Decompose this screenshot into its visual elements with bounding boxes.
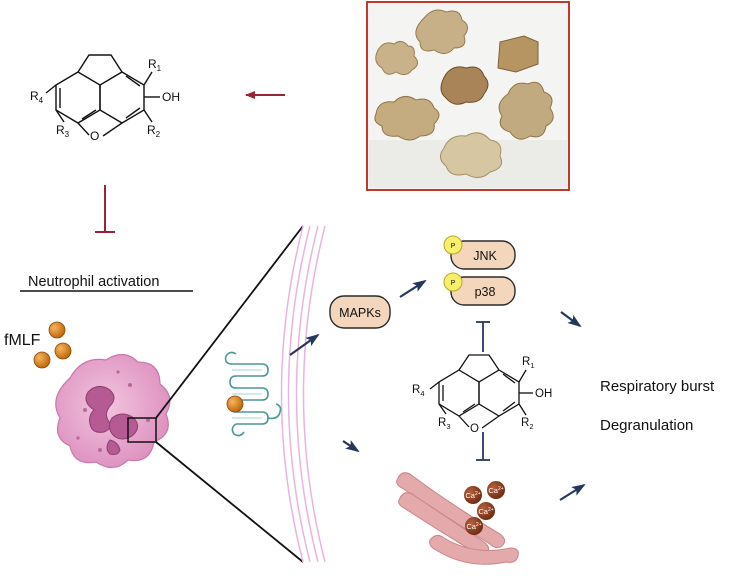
svg-text:Ca2+: Ca2+	[478, 507, 493, 516]
jnk-node: JNK P	[443, 235, 516, 270]
neutrophil-title: Neutrophil activation	[28, 274, 159, 290]
structure-mid-r1: R1	[522, 356, 534, 370]
structure-mid-r4: R4	[412, 384, 424, 398]
p38-label: p38	[475, 285, 496, 299]
calcium-ion: Ca2+	[477, 502, 495, 520]
structure-mid-r3: R3	[438, 417, 450, 431]
gpcr-receptor	[224, 351, 282, 437]
p38-node: p38 P	[443, 272, 516, 306]
arrow-receptor-to-calcium	[342, 440, 360, 453]
jnk-label: JNK	[473, 249, 497, 263]
fmlf-label: fMLF	[4, 332, 41, 349]
structure-top-r4: R4	[30, 89, 44, 105]
cell-membrane	[280, 225, 326, 563]
herb-slice	[498, 81, 554, 140]
calcium-ion: Ca2+	[465, 517, 483, 535]
herb-slice	[375, 40, 418, 76]
structure-top-r2: R2	[147, 123, 161, 139]
calcium-ion: Ca2+	[487, 481, 505, 499]
arrow-kinases-to-outcome	[560, 311, 582, 328]
phospho-label: P	[451, 280, 456, 287]
zoom-box	[127, 417, 157, 443]
inhibition-top	[95, 185, 115, 233]
structure-mid-oh: OH	[535, 388, 552, 400]
mapks-node: MAPKs	[329, 295, 391, 329]
structure-top	[45, 54, 160, 137]
arrow-calcium-to-outcome	[559, 483, 586, 501]
zoom-line-top	[155, 225, 304, 419]
herb-slice	[415, 9, 468, 54]
svg-text:Ca2+: Ca2+	[488, 486, 503, 495]
arrow-receptor-to-mapks	[289, 333, 320, 356]
fmlf-ligand	[33, 351, 51, 369]
outcome-respiratory-burst: Respiratory burst	[600, 378, 715, 395]
herb-slice	[440, 132, 503, 178]
outcome-degranulation: Degranulation	[600, 417, 693, 434]
herb-photo	[366, 1, 570, 191]
structure-mid-r2: R2	[521, 417, 533, 431]
fmlf-ligand	[48, 321, 66, 339]
structure-mid-o: O	[470, 423, 479, 435]
inhibition-kinases	[476, 321, 490, 352]
multilobed-nucleus	[85, 386, 138, 455]
neutrophil-cell	[55, 353, 171, 469]
calcium-ion: Ca2+	[464, 486, 482, 504]
structure-top-oh: OH	[162, 90, 180, 104]
structure-mid	[429, 354, 533, 429]
phospho-label: P	[451, 243, 456, 250]
fmlf-bound	[226, 395, 244, 413]
fmlf-ligand	[54, 342, 72, 360]
svg-text:Ca2+: Ca2+	[466, 522, 481, 531]
structure-top-r1: R1	[148, 57, 162, 73]
svg-text:Ca2+: Ca2+	[465, 491, 480, 500]
herb-slice	[374, 96, 440, 141]
herb-slice	[497, 35, 539, 73]
inhibition-calcium	[476, 432, 490, 461]
mapks-label: MAPKs	[339, 306, 381, 320]
zoom-line-bottom	[155, 441, 304, 563]
structure-top-r3: R3	[56, 123, 70, 139]
structure-top-o: O	[90, 129, 99, 143]
herb-slice	[440, 66, 489, 105]
arrow-mapks-to-kinases	[399, 279, 427, 298]
